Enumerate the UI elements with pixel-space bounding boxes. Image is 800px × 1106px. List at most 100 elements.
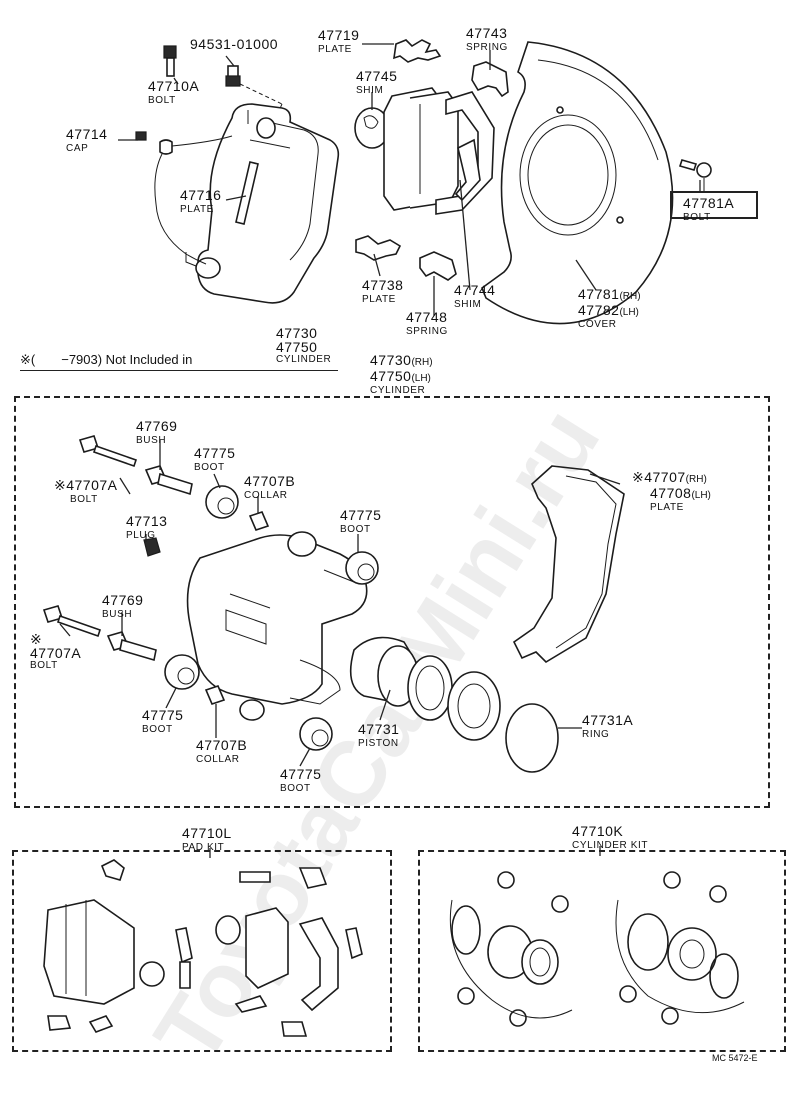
part-name: BOOT bbox=[340, 524, 371, 535]
label-47713: 47713 PLUG bbox=[126, 514, 167, 541]
part-number: 47769 bbox=[136, 418, 178, 434]
boot-47775-upper-drawing bbox=[205, 485, 239, 519]
diagram-code: MC 5472-E bbox=[712, 1053, 758, 1063]
part-name: BUSH bbox=[102, 609, 133, 620]
spring-47743-drawing bbox=[471, 61, 509, 98]
part-name: SPRING bbox=[466, 42, 508, 53]
label-47769-upper: 47769 BUSH bbox=[136, 419, 177, 446]
cylinder-kit-box bbox=[418, 850, 786, 1052]
label-47714: 47714 CAP bbox=[66, 127, 107, 154]
part-name: PLATE bbox=[362, 294, 396, 305]
label-47748: 47748 SPRING bbox=[406, 310, 448, 337]
part-number: 47716 bbox=[180, 187, 222, 203]
plate-47707-drawing bbox=[512, 465, 625, 664]
label-47745: 47745 SHIM bbox=[356, 69, 397, 96]
label-47781a: 47781A BOLT bbox=[683, 196, 734, 223]
part-name: COLLAR bbox=[196, 754, 240, 765]
suffix-rh: (RH) bbox=[411, 357, 433, 368]
part-name: PLATE bbox=[650, 502, 684, 513]
bolt-47710a-drawing bbox=[163, 45, 177, 77]
note-underline bbox=[20, 370, 338, 371]
bolt-47707a-upper-drawing bbox=[78, 435, 138, 468]
part-name: BUSH bbox=[136, 435, 167, 446]
part-name: PLATE bbox=[318, 44, 352, 55]
part-number: 47710L bbox=[182, 825, 232, 841]
cylinder-kit-drawing bbox=[449, 871, 745, 1027]
part-number-rh: 47730 bbox=[370, 352, 412, 368]
label-cylinder-kit: 47710K CYLINDER KIT bbox=[572, 824, 648, 851]
suffix-lh: (LH) bbox=[691, 490, 711, 501]
part-number: 47714 bbox=[66, 126, 108, 142]
boot-47775-bottom-drawing bbox=[299, 717, 333, 751]
part-name: SHIM bbox=[454, 299, 482, 310]
label-47716: 47716 PLATE bbox=[180, 188, 221, 215]
part-name: COVER bbox=[578, 319, 617, 330]
part-number-rh: 47781 bbox=[578, 286, 620, 302]
part-number: 47713 bbox=[126, 513, 168, 529]
part-name: PISTON bbox=[358, 738, 399, 749]
part-name: PLATE bbox=[180, 204, 214, 215]
suffix-lh: (LH) bbox=[411, 373, 431, 384]
cylinder-housing-drawing bbox=[186, 531, 368, 705]
boot-47775-lower-drawing bbox=[164, 654, 200, 690]
part-number: 47719 bbox=[318, 27, 360, 43]
part-name: SPRING bbox=[406, 326, 448, 337]
pad-kit-box bbox=[12, 850, 392, 1052]
part-number: 47775 bbox=[340, 507, 382, 523]
part-number: 47710A bbox=[148, 78, 200, 94]
part-name: CYLINDER KIT bbox=[572, 840, 649, 851]
part-name: BOLT bbox=[683, 212, 711, 223]
plug-47713-drawing bbox=[143, 537, 161, 557]
label-47731a: 47731A RING bbox=[582, 713, 633, 740]
label-47738: 47738 PLATE bbox=[362, 278, 403, 305]
plate-47716-drawing bbox=[235, 161, 259, 225]
label-47707a-upper: ※47707A BOLT bbox=[54, 478, 118, 505]
suffix-lh: (LH) bbox=[619, 307, 639, 318]
ref-rh: 47730 bbox=[276, 325, 318, 341]
label-47707b-upper: 47707B COLLAR bbox=[244, 474, 295, 501]
part-name: SHIM bbox=[356, 85, 384, 96]
part-name: PAD KIT bbox=[182, 842, 225, 853]
part-number: 47707B bbox=[196, 737, 248, 753]
bush-47769-upper-drawing bbox=[144, 465, 193, 496]
label-47743: 47743 SPRING bbox=[466, 26, 508, 53]
caliper-body-drawing bbox=[185, 103, 340, 304]
part-number: 47710K bbox=[572, 823, 624, 839]
label-47710a: 47710A BOLT bbox=[148, 79, 199, 106]
part-name: BOOT bbox=[142, 724, 173, 735]
cap-47714-drawing bbox=[135, 131, 233, 265]
leader-lines bbox=[59, 43, 701, 858]
part-number-lh: 47708 bbox=[650, 485, 692, 501]
cylinder-section-box bbox=[14, 396, 770, 808]
part-number: 47707A bbox=[30, 645, 82, 661]
plate-47719-drawing bbox=[393, 39, 442, 63]
part-number: 47707B bbox=[244, 473, 296, 489]
part-number: 47781A bbox=[683, 195, 735, 211]
bush-47769-lower-drawing bbox=[106, 631, 157, 662]
boot-47775-right-drawing bbox=[345, 551, 379, 585]
not-included-note: ※( −7903) Not Included in bbox=[20, 352, 193, 367]
part-name: BOOT bbox=[280, 783, 311, 794]
label-47731: 47731 PISTON bbox=[358, 722, 399, 749]
part-number: 47775 bbox=[280, 766, 322, 782]
part-name: RING bbox=[582, 729, 610, 740]
label-47707b-lower: 47707B COLLAR bbox=[196, 738, 247, 765]
suffix-rh: (RH) bbox=[619, 291, 641, 302]
part-number: ※47707A bbox=[54, 477, 118, 493]
part-name: PLUG bbox=[126, 530, 156, 541]
cover-47781-drawing bbox=[481, 41, 674, 325]
bolt-47781a-drawing bbox=[678, 159, 712, 192]
label-cylinder-header: 47730(RH) 47750(LH) CYLINDER bbox=[370, 353, 433, 396]
plate-47738-drawing bbox=[355, 235, 402, 261]
brake-pads-drawing bbox=[383, 87, 495, 215]
part-number: 47731A bbox=[582, 712, 634, 728]
part-number-rh: ※47707 bbox=[632, 469, 686, 485]
label-pad-kit: 47710L PAD KIT bbox=[182, 826, 232, 853]
label-94531-01000: 94531-01000 bbox=[190, 37, 278, 51]
part-number-lh: 47750 bbox=[370, 368, 412, 384]
label-47719: 47719 PLATE bbox=[318, 28, 359, 55]
part-name: CAP bbox=[66, 143, 89, 154]
ref-name: CYLINDER bbox=[276, 354, 332, 365]
bolt-94531-drawing bbox=[225, 65, 241, 87]
